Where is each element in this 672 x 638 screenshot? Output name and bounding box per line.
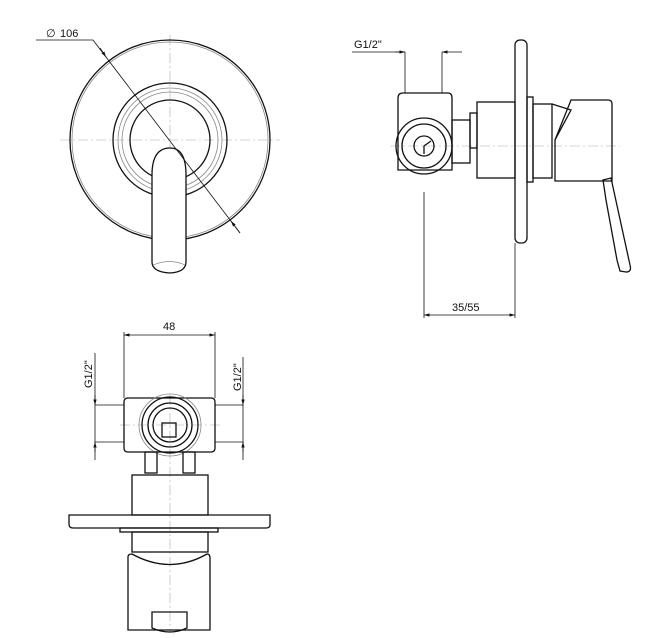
wall-plate: [514, 39, 528, 244]
side-view: G1/2" 35/55: [352, 39, 632, 318]
handle-bottom: [127, 553, 211, 631]
wall-plate-bottom: [68, 514, 271, 529]
handle-lever: [151, 147, 187, 274]
handle-block: [554, 99, 613, 182]
inlet-elbow: [397, 92, 453, 171]
bottom-view: 48 G1/2" G1/2": [68, 321, 271, 633]
thread-size-label: G1/2": [354, 39, 382, 51]
diameter-dimension-label: 106: [60, 28, 78, 40]
thread-right-label: G1/2": [232, 363, 244, 391]
side-lever: [602, 177, 632, 273]
diameter-symbol: ∅: [46, 28, 56, 40]
width-dimension-label: 48: [163, 321, 175, 333]
thread-left-label: G1/2": [83, 360, 95, 388]
front-view: ∅ 106: [36, 28, 280, 274]
depth-dimension-label: 35/55: [452, 302, 480, 314]
inlet-block: [123, 397, 216, 453]
valve-body: [476, 101, 516, 179]
